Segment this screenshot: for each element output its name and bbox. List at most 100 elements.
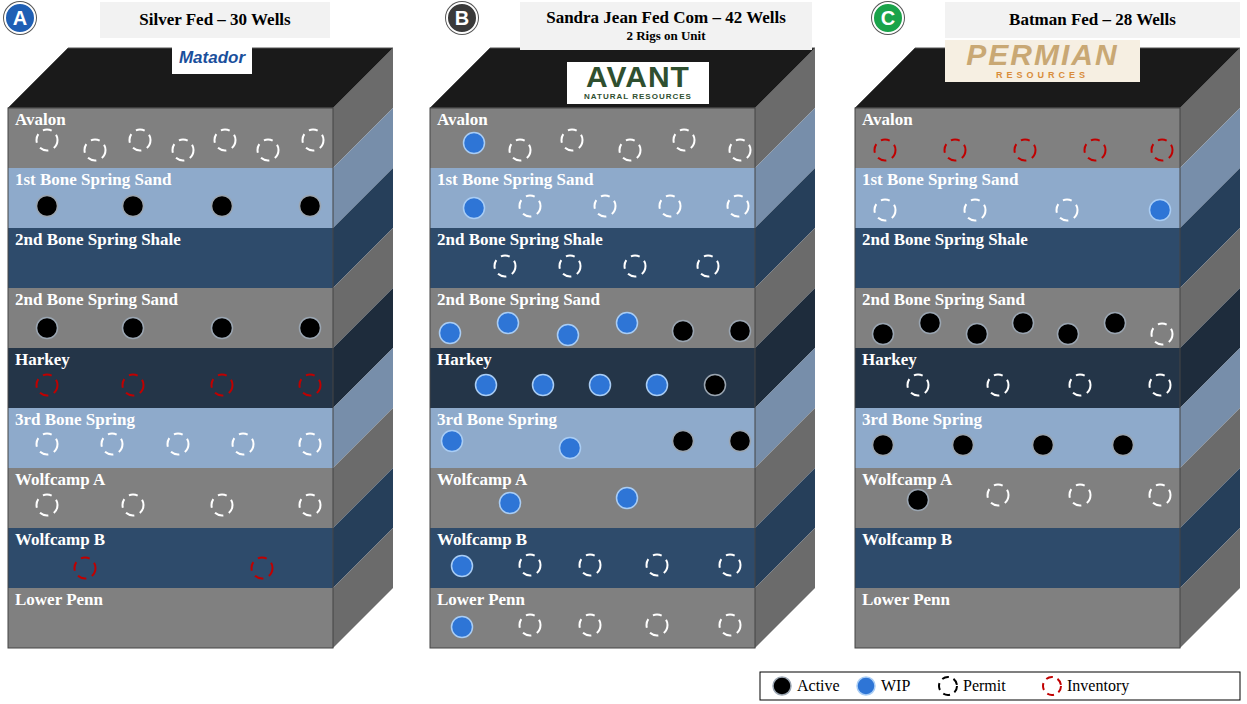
band-front xyxy=(855,408,1180,468)
formation-name: Wolfcamp A xyxy=(855,468,959,489)
wip-well xyxy=(1150,200,1171,221)
permit-well xyxy=(520,615,541,636)
inventory-well xyxy=(875,140,896,161)
wip-well xyxy=(558,325,579,346)
formation-band: 2nd Bone Spring Shale xyxy=(855,228,1180,288)
active-well xyxy=(1013,313,1034,334)
well-markers xyxy=(37,130,1173,638)
band-front xyxy=(8,228,333,288)
formation-name: Avalon xyxy=(8,108,73,129)
formation-band: Wolfcamp B xyxy=(430,528,755,588)
legend-label: Inventory xyxy=(1067,676,1129,696)
permit-well xyxy=(875,200,896,221)
legend-swatch xyxy=(939,677,957,695)
inventory-well xyxy=(123,375,144,396)
permit-well xyxy=(173,140,194,161)
permit-well xyxy=(102,434,123,455)
active-well xyxy=(1113,435,1134,456)
badge-letter: A xyxy=(13,7,27,30)
formation-band: Lower Penn xyxy=(430,588,755,648)
unit-title: Sandra Jean Fed Com – 42 Wells xyxy=(546,8,786,28)
permit-well xyxy=(168,434,189,455)
company-logo: AVANT xyxy=(567,62,709,92)
formation-name: 2nd Bone Spring Sand xyxy=(430,288,607,309)
formation-name: Avalon xyxy=(430,108,495,129)
active-well xyxy=(967,324,988,345)
unit-title-box: Sandra Jean Fed Com – 42 Wells2 Rigs on … xyxy=(520,2,812,50)
formation-name: 1st Bone Spring Sand xyxy=(855,168,1025,189)
permit-well xyxy=(720,615,741,636)
permit-well xyxy=(495,256,516,277)
legend-swatch xyxy=(857,677,875,695)
inventory-well xyxy=(1015,140,1036,161)
band-front xyxy=(855,108,1180,168)
permit-well xyxy=(520,196,541,217)
band-side xyxy=(755,528,815,648)
band-front xyxy=(8,348,333,408)
band-front xyxy=(8,588,333,648)
formation-band: 1st Bone Spring Sand xyxy=(855,168,1180,228)
formation-band: Wolfcamp B xyxy=(8,528,333,588)
permit-well xyxy=(1070,485,1091,506)
permit-well xyxy=(1152,324,1173,345)
formation-block xyxy=(8,42,393,648)
inventory-well xyxy=(252,558,273,579)
band-front xyxy=(855,528,1180,588)
block-outline xyxy=(855,108,1180,648)
active-well xyxy=(123,318,144,339)
formation-name: 3rd Bone Spring xyxy=(855,408,989,429)
legend-swatch xyxy=(1043,677,1061,695)
active-well xyxy=(212,196,233,217)
formation-name: Lower Penn xyxy=(855,588,957,609)
wip-well xyxy=(647,375,668,396)
band-front xyxy=(855,168,1180,228)
logo-box xyxy=(567,62,709,104)
permit-well xyxy=(660,196,681,217)
active-well xyxy=(953,435,974,456)
active-well xyxy=(212,318,233,339)
formation-band: Avalon xyxy=(430,108,755,168)
formation-band: Wolfcamp A xyxy=(855,468,1180,528)
formation-block xyxy=(430,48,815,648)
permit-well xyxy=(728,196,749,217)
band-front xyxy=(430,108,755,168)
formation-name: Lower Penn xyxy=(430,588,532,609)
unit-title: Batman Fed – 28 Wells xyxy=(1009,10,1176,30)
permit-well xyxy=(698,256,719,277)
band-front xyxy=(855,468,1180,528)
badge-letter: C xyxy=(881,7,895,30)
legend-label: Active xyxy=(797,676,840,696)
formation-band: 2nd Bone Spring Sand xyxy=(8,288,333,348)
permit-well xyxy=(647,615,668,636)
active-well xyxy=(37,318,58,339)
formation-name: Wolfcamp A xyxy=(430,468,534,489)
formation-band: Avalon xyxy=(855,108,1180,168)
unit-badge: A xyxy=(4,2,36,34)
permit-well xyxy=(303,130,324,151)
block-top xyxy=(8,48,393,108)
permit-well xyxy=(647,555,668,576)
formation-name: Wolfcamp B xyxy=(855,528,959,549)
formation-band: Harkey xyxy=(430,348,755,408)
permit-well xyxy=(560,256,581,277)
permit-well xyxy=(1057,200,1078,221)
formation-band: 3rd Bone Spring xyxy=(855,408,1180,468)
active-well xyxy=(873,435,894,456)
active-well xyxy=(673,321,694,342)
active-well xyxy=(908,490,929,511)
permit-well xyxy=(212,495,233,516)
inventory-well xyxy=(212,375,233,396)
active-well xyxy=(730,321,751,342)
formation-band: 3rd Bone Spring xyxy=(8,408,333,468)
active-well xyxy=(673,431,694,452)
permit-well xyxy=(674,130,695,151)
band-front xyxy=(430,528,755,588)
formation-name: Wolfcamp A xyxy=(8,468,112,489)
formation-name: 3rd Bone Spring xyxy=(430,408,564,429)
permit-well xyxy=(85,140,106,161)
band-side xyxy=(1180,528,1240,648)
band-front xyxy=(430,408,755,468)
band-front xyxy=(855,288,1180,348)
formation-name: Lower Penn xyxy=(8,588,110,609)
